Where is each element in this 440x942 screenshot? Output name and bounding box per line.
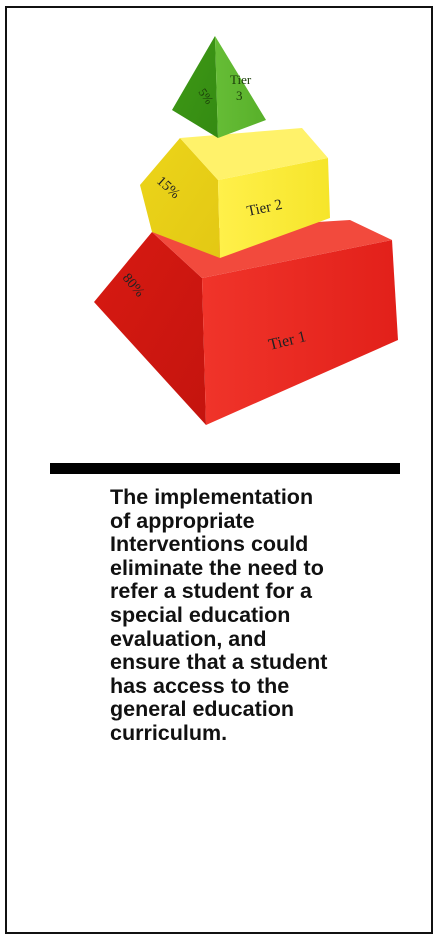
caption-text: The implementation of appropriate Interv… xyxy=(110,485,328,745)
section-divider xyxy=(50,463,400,474)
tier-2-block: Tier 2 15% xyxy=(140,128,330,258)
tier-3-label-line2: 3 xyxy=(236,88,243,103)
tier-2-label: Tier 2 xyxy=(246,197,284,220)
tier-pyramid-diagram: Tier 1 80% Tier 2 15% Tier 3 5% xyxy=(80,20,410,440)
tier-3-label-line1: Tier xyxy=(230,72,252,87)
pyramid-svg: Tier 1 80% Tier 2 15% Tier 3 5% xyxy=(94,36,398,425)
tier-3-block: Tier 3 5% xyxy=(172,36,266,138)
tier-1-block: Tier 1 80% xyxy=(94,220,398,425)
